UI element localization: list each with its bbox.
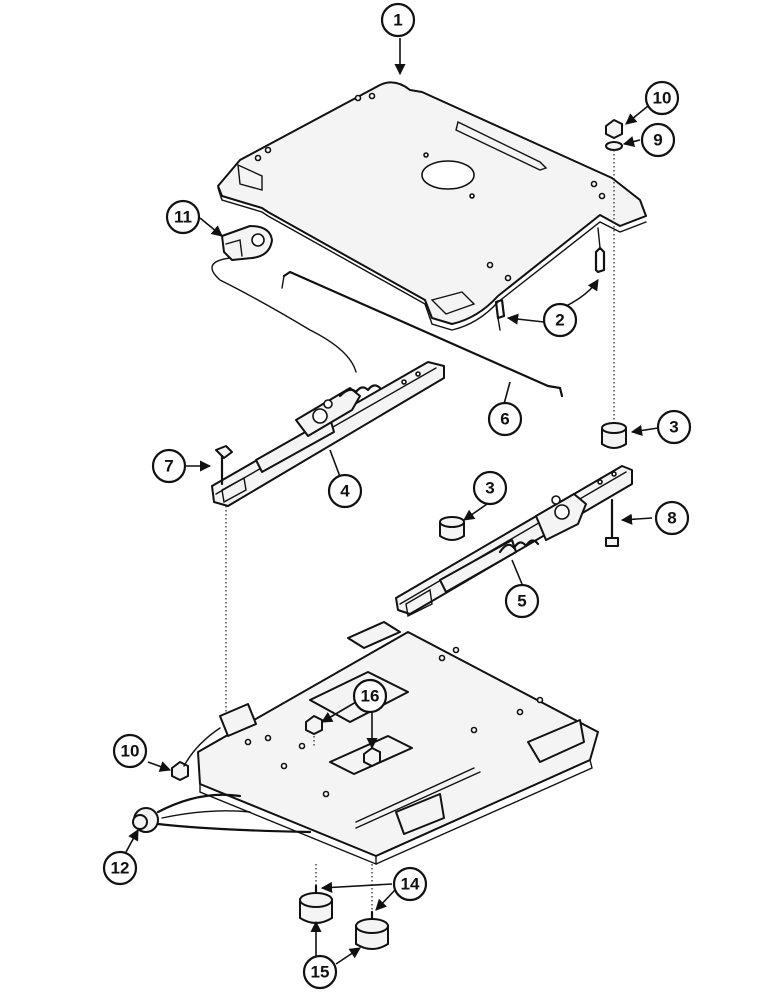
callout-9-label: 9	[653, 131, 662, 150]
nut-and-washer-top	[605, 119, 623, 151]
right-slide-rail	[395, 465, 633, 618]
latch-cable	[211, 257, 357, 373]
callout-12-label: 12	[111, 859, 130, 878]
callout-3-upper-label: 3	[669, 418, 678, 437]
callout-1-label: 1	[393, 11, 402, 30]
callout-1: 1	[380, 2, 416, 38]
callout-14-label: 14	[401, 875, 420, 894]
callout-11: 11	[165, 199, 201, 235]
callout-3-middle: 3	[472, 470, 508, 506]
bolts-part-2	[494, 227, 606, 331]
callout-7-label: 7	[164, 457, 173, 476]
callout-15-label: 15	[311, 963, 330, 982]
callout-12: 12	[102, 850, 138, 886]
callout-11-label: 11	[174, 208, 192, 227]
isolator-mount-right	[355, 864, 389, 950]
bolt-part-7	[215, 445, 233, 486]
callout-4: 4	[327, 473, 363, 509]
callout-8-label: 8	[667, 509, 676, 528]
spacer-middle	[439, 516, 465, 541]
callout-16-label: 16	[361, 687, 380, 706]
nuts-part-16	[305, 715, 381, 767]
callout-2-label: 2	[555, 311, 564, 330]
bolt-part-8	[605, 498, 619, 547]
callout-2: 2	[542, 302, 578, 338]
callout-6: 6	[487, 401, 523, 437]
callout-10-bottom-label: 10	[121, 742, 140, 761]
callout-10-top: 10	[644, 80, 680, 116]
callout-5-label: 5	[517, 592, 526, 611]
latch-part-11	[221, 225, 273, 261]
callout-9: 9	[640, 122, 676, 158]
callout-14: 14	[392, 866, 428, 902]
spacer-upper	[601, 422, 627, 449]
callout-4-label: 4	[340, 482, 350, 501]
callout-5: 5	[504, 583, 540, 619]
callout-6-label: 6	[500, 410, 509, 429]
callout-8: 8	[654, 500, 690, 536]
nut-bottom-left	[171, 727, 221, 781]
callout-3-middle-label: 3	[485, 479, 494, 498]
base-frame	[197, 621, 599, 866]
callout-10-top-label: 10	[653, 89, 672, 108]
callout-16: 16	[352, 678, 388, 714]
knob-and-cable-part-12	[132, 793, 312, 834]
callouts: 1 2 3 3 4 5 6 7 8 9 10 10 11 12 14 15 16	[102, 2, 692, 990]
callout-7: 7	[151, 448, 187, 484]
callout-10-bottom: 10	[112, 733, 148, 769]
rod-part-6	[281, 270, 564, 398]
callout-15: 15	[302, 954, 338, 990]
callout-3-upper: 3	[656, 409, 692, 445]
top-plate	[217, 81, 647, 331]
isolator-mount-left	[299, 864, 333, 924]
left-slide-rail	[211, 361, 445, 507]
